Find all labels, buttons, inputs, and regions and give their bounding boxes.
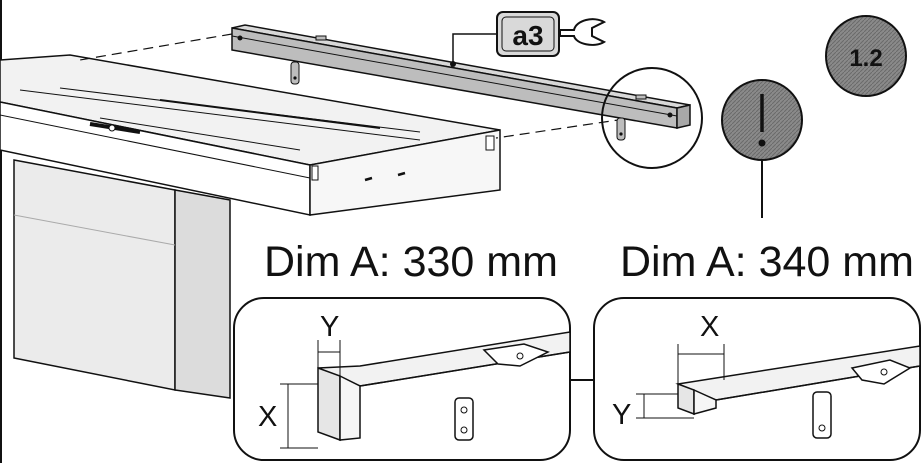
detail-right-label-x: X (700, 311, 719, 343)
detail-left-label-y: Y (320, 311, 339, 343)
cabinet (13, 159, 231, 399)
wrench-icon (559, 18, 607, 46)
worktop-frame (0, 54, 501, 216)
detail-right-label-y: Y (612, 399, 631, 431)
projection-line-top (79, 33, 233, 61)
dimension-right-label: Dim A: 340 mm (620, 238, 914, 286)
detail-panel-right: X Y (593, 297, 921, 461)
step-badge: 1.2 (825, 15, 907, 97)
projection-line-bottom (495, 111, 673, 139)
detail-magnifier-circle (601, 67, 703, 169)
tool-badge-label: a3 (512, 20, 543, 51)
mounting-rail (231, 24, 691, 141)
tool-leader-line (452, 33, 500, 64)
dimension-left-label: Dim A: 330 mm (264, 238, 558, 286)
step-badge-label: 1.2 (849, 45, 882, 72)
warning-badge (721, 79, 803, 218)
detail-left-label-x: X (258, 401, 277, 433)
detail-panel-left: Y X (233, 297, 571, 461)
tool-badge: a3 (496, 11, 560, 57)
